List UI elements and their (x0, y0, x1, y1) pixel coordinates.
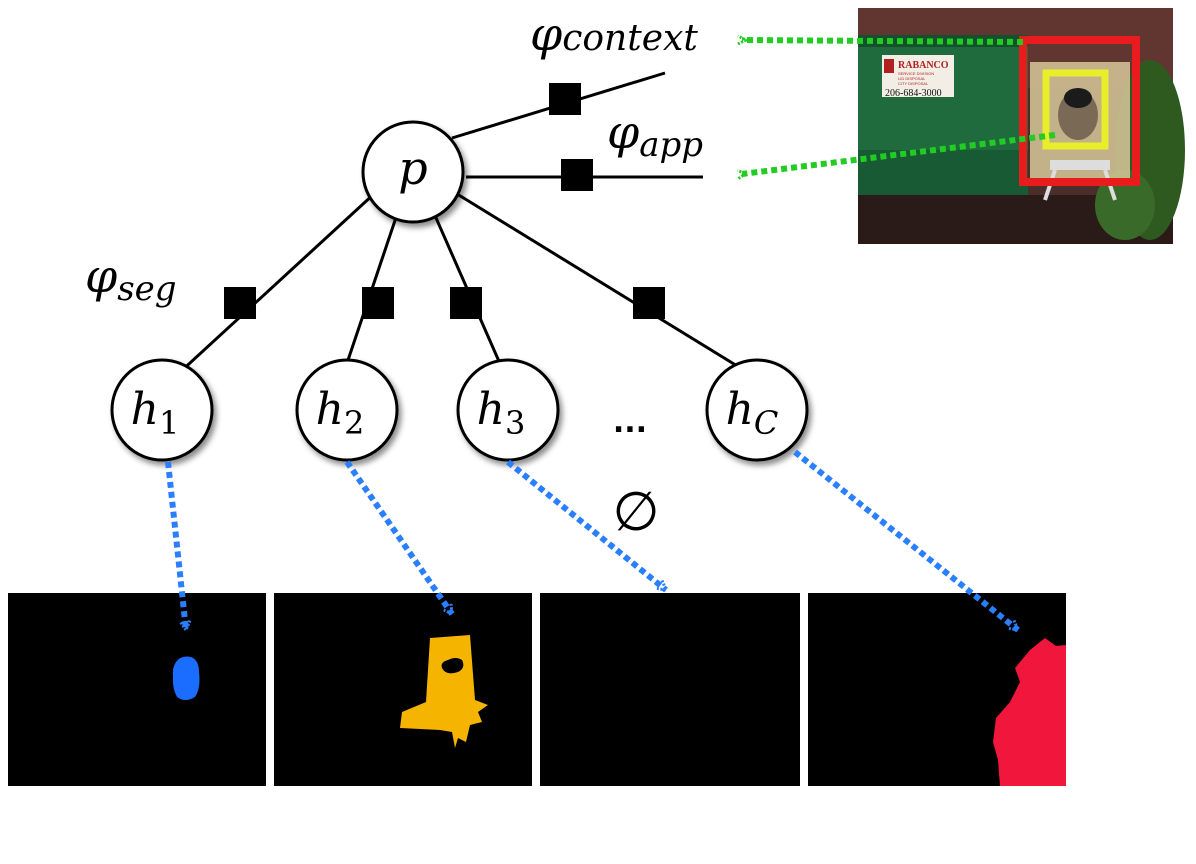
appearance-bounding-box (1042, 69, 1109, 150)
node-p: p (361, 120, 465, 224)
empty-set-symbol: ∅ (612, 480, 659, 543)
app-arrow (742, 132, 1056, 174)
hc-mask-arrow (793, 449, 1018, 633)
sign-line1: RABANCO (898, 60, 949, 71)
factor-square-h3 (450, 287, 482, 319)
green-arrows (742, 40, 1056, 174)
h1-mask-arrow (165, 461, 186, 630)
factor-squares (224, 83, 665, 319)
node-h2: h2 (295, 358, 399, 462)
scene-photo: RABANCO SERVICE DIVISION LID DISPOSAL CI… (858, 8, 1185, 244)
phi-app-label: φapp (607, 105, 703, 165)
segment-mask-blue (172, 656, 200, 700)
edge-h1 (164, 168, 402, 387)
node-h3: h3 (456, 358, 560, 462)
mask-panels (8, 593, 1066, 786)
node-p-label: p (398, 141, 427, 195)
node-hc-label: hC (726, 384, 779, 442)
factor-square-app (561, 159, 593, 191)
sign-line3: LID DISPOSAL (898, 76, 926, 81)
phi-context-label: φcontext (530, 7, 698, 61)
node-hc: hC (705, 358, 809, 462)
segment-mask-yellow (400, 635, 488, 748)
graph-edges (164, 71, 761, 387)
node-h1: h1 (110, 358, 214, 462)
context-bounding-box (1019, 36, 1140, 186)
factor-square-hc (633, 287, 665, 319)
mask-panel-h3 (540, 593, 800, 786)
blue-arrows (165, 449, 1018, 633)
phi-seg-label: φseg (85, 249, 177, 309)
node-h1-label: h1 (131, 384, 180, 442)
mask-panel-h2 (274, 593, 532, 786)
node-h2-label: h2 (316, 384, 365, 442)
factor-square-h2 (362, 287, 394, 319)
factor-square-h1 (224, 287, 256, 319)
mask-panel-h1 (8, 593, 266, 786)
node-h3-label: h3 (477, 384, 526, 442)
sign-phone: 206-684-3000 (885, 88, 942, 99)
edge-hc (417, 168, 761, 382)
ellipsis: ... (613, 405, 647, 440)
context-arrow (742, 40, 1024, 42)
segment-mask-red (993, 638, 1066, 786)
sign-line4: CITY DISPOSAL (898, 81, 929, 86)
h3-mask-arrow (506, 459, 666, 593)
h2-mask-arrow (344, 460, 455, 614)
factor-square-context (549, 83, 581, 115)
sign-line2: SERVICE DIVISION (898, 71, 934, 76)
